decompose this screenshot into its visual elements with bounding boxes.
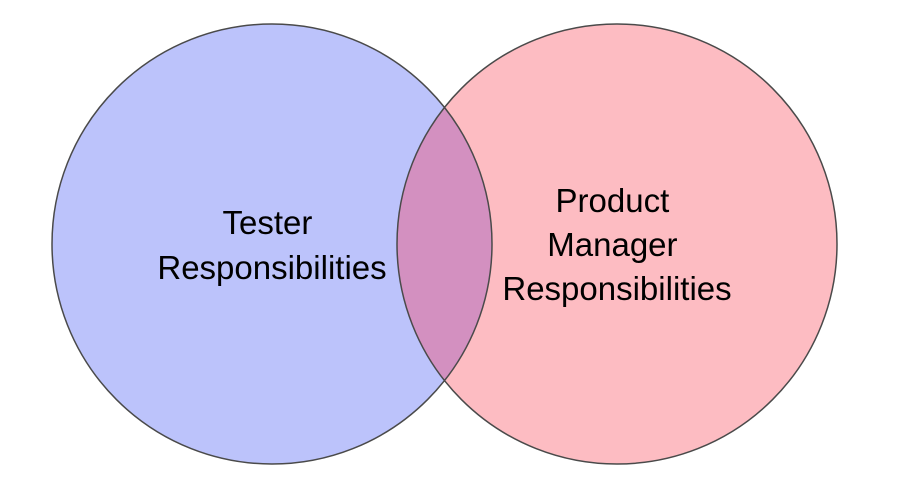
tester-label: Tester Responsibilities — [157, 204, 386, 286]
product-manager-circle-outline — [396, 23, 838, 465]
product-manager-label: Product Manager Responsibilities — [502, 182, 731, 307]
tester-label-line-2: Responsibilities — [157, 249, 386, 286]
product-manager-circle — [397, 24, 837, 464]
tester-circle-outline — [51, 23, 493, 465]
product-manager-label-line-2: Manager — [547, 226, 677, 263]
product-manager-label-line-1: Product — [556, 182, 670, 219]
product-manager-label-line-3: Responsibilities — [502, 270, 731, 307]
tester-circle — [52, 24, 492, 464]
tester-label-line-1: Tester — [222, 204, 312, 241]
